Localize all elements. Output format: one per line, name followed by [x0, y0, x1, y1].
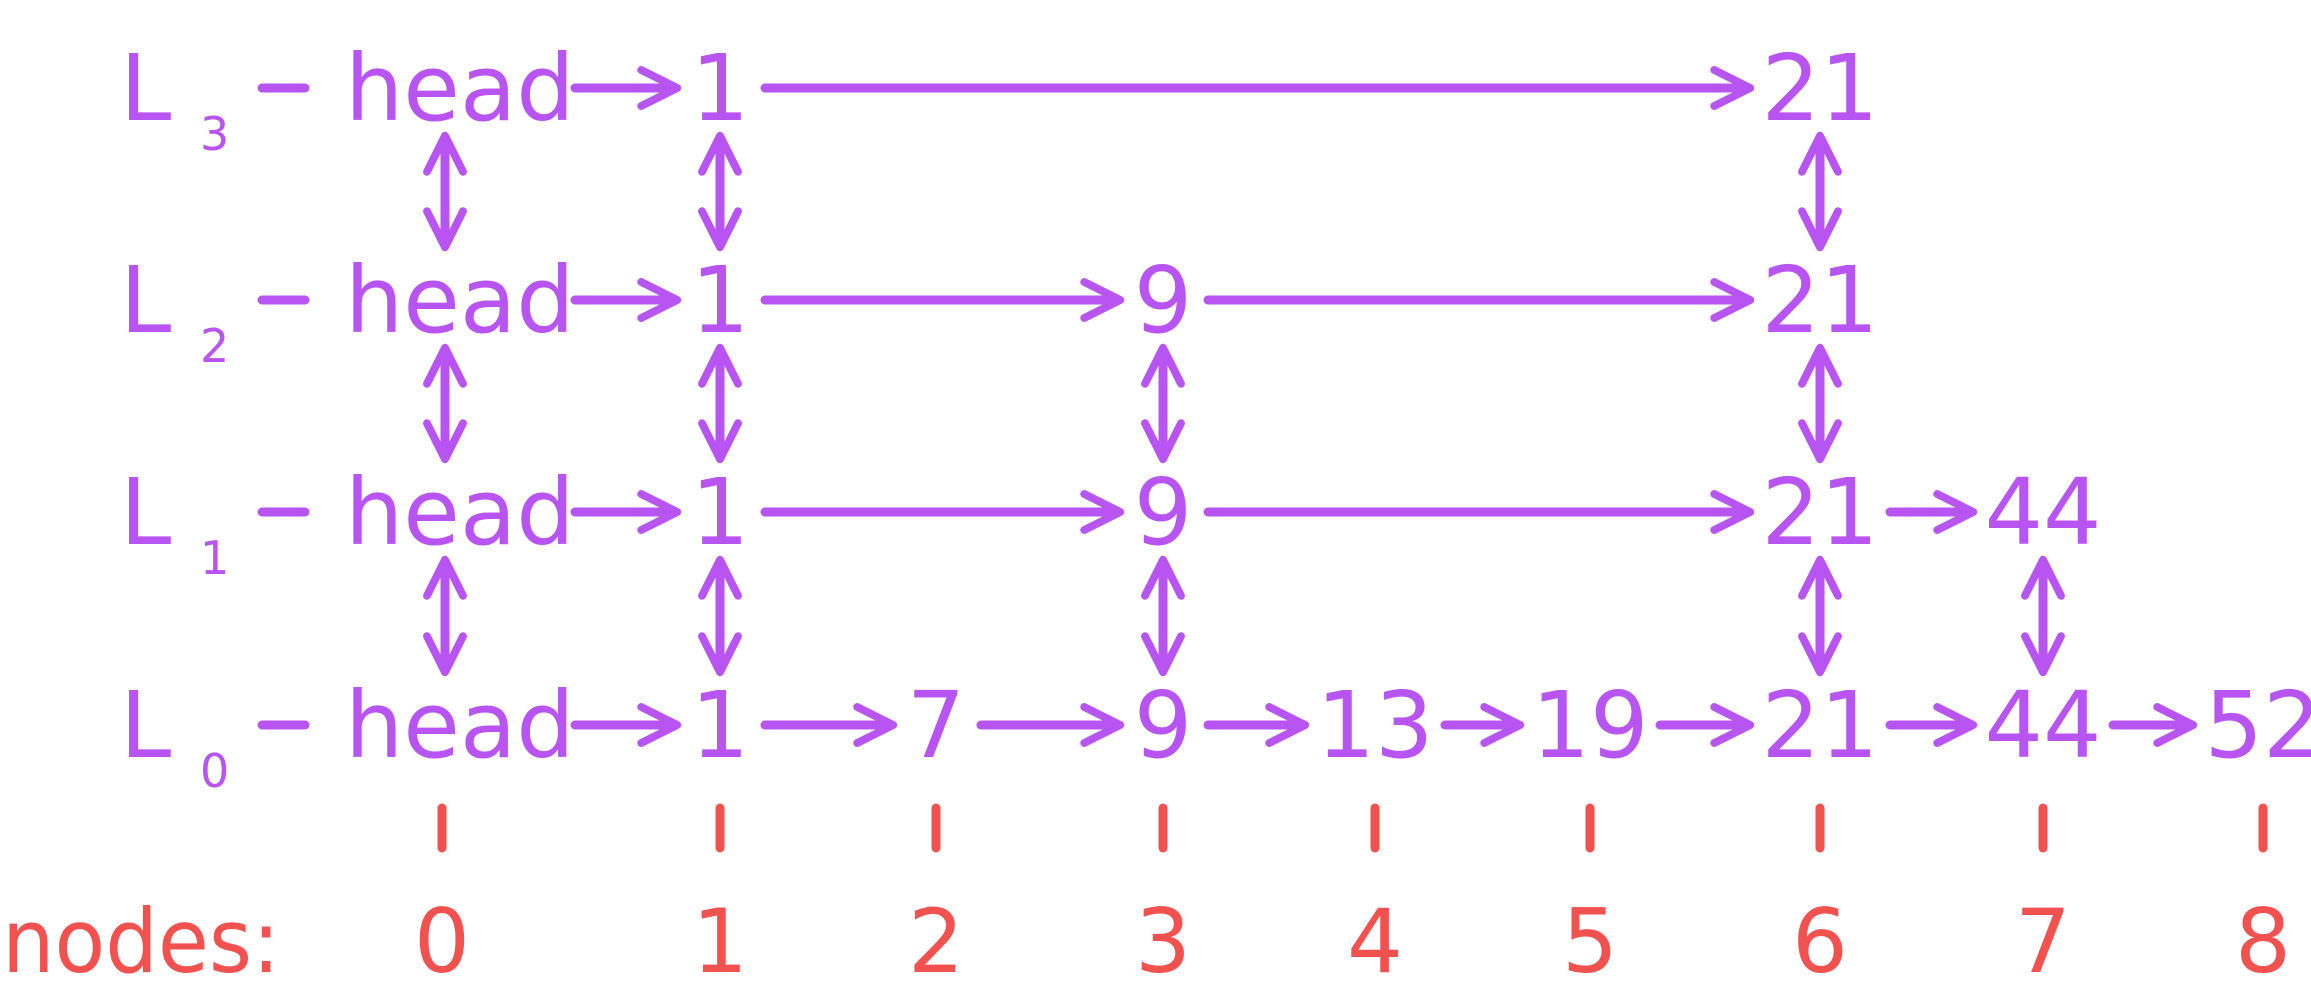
head-label: head — [345, 459, 575, 566]
head-label: head — [345, 672, 575, 779]
level-label: L — [120, 672, 171, 779]
level-label: L — [120, 247, 171, 354]
node-value-1: 1 — [691, 35, 750, 142]
node-value-1: 1 — [691, 247, 750, 354]
nodes-label: nodes: — [2, 890, 280, 993]
node-value-21: 21 — [1761, 35, 1878, 142]
node-value-44: 44 — [1984, 672, 2101, 779]
level-subscript: 2 — [200, 319, 229, 373]
node-value-9: 9 — [1134, 672, 1193, 779]
head-label: head — [345, 35, 575, 142]
node-value-19: 19 — [1531, 672, 1648, 779]
node-value-21: 21 — [1761, 247, 1878, 354]
node-value-13: 13 — [1316, 672, 1433, 779]
node-index-label: 1 — [692, 890, 748, 993]
node-value-44: 44 — [1984, 459, 2101, 566]
node-index-row: nodes: 0 1 2 3 4 5 6 7 8 — [2, 803, 2291, 993]
node-value-21: 21 — [1761, 459, 1878, 566]
node-value-1: 1 — [691, 672, 750, 779]
node-index-label: 3 — [1135, 890, 1191, 993]
node-index-label: 6 — [1792, 890, 1848, 993]
node-index-label: 5 — [1562, 890, 1618, 993]
node-index-label: 8 — [2235, 890, 2291, 993]
node-value-9: 9 — [1134, 459, 1193, 566]
head-label: head — [345, 247, 575, 354]
level-subscript: 0 — [200, 744, 229, 798]
node-value-9: 9 — [1134, 247, 1193, 354]
level-subscript: 1 — [200, 531, 229, 585]
level-label: L — [120, 35, 171, 142]
node-index-label: 0 — [414, 890, 470, 993]
node-index-label: 2 — [908, 890, 964, 993]
node-value-1: 1 — [691, 459, 750, 566]
node-index-label: 4 — [1347, 890, 1403, 993]
level-subscript: 3 — [200, 107, 229, 161]
node-value-21: 21 — [1761, 672, 1878, 779]
node-index-label: 7 — [2015, 890, 2071, 993]
level-label: L — [120, 459, 171, 566]
node-value-52: 52 — [2204, 672, 2311, 779]
node-value-7: 7 — [907, 672, 966, 779]
